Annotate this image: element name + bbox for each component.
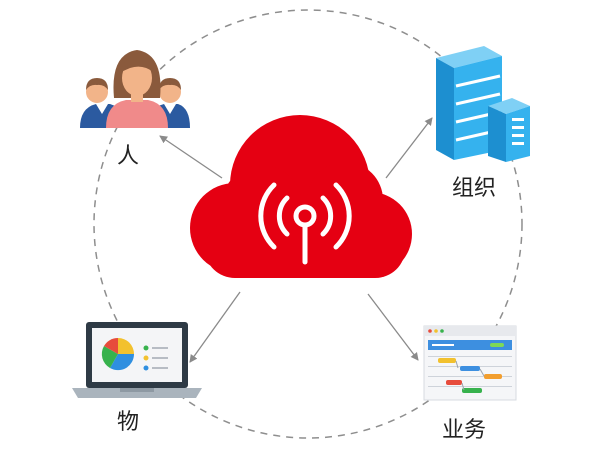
things-label: 物	[117, 410, 140, 435]
arrow-to-things	[189, 291, 241, 363]
arrow-to-business	[367, 293, 419, 361]
arrow-to-people	[159, 135, 223, 179]
business-label: 业务	[442, 418, 487, 443]
orbit-ring	[93, 9, 523, 439]
people-label: 人	[117, 144, 140, 169]
organization-label: 组织	[452, 176, 497, 201]
browser-gantt-icon	[423, 325, 517, 401]
server-buildings-icon	[436, 46, 530, 162]
people-group-icon	[80, 50, 190, 128]
pie-chart-icon	[101, 337, 135, 371]
cloud-signal-icon	[190, 115, 412, 278]
arrow-to-organization	[385, 117, 433, 179]
laptop-dashboard-icon	[72, 322, 202, 398]
